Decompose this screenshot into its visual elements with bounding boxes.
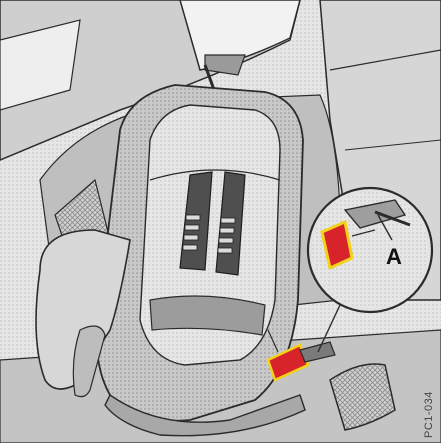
figure-reference-code: PC1-034: [423, 391, 435, 438]
magnifier-callout: [308, 188, 432, 312]
callout-label-a: A: [386, 244, 402, 269]
